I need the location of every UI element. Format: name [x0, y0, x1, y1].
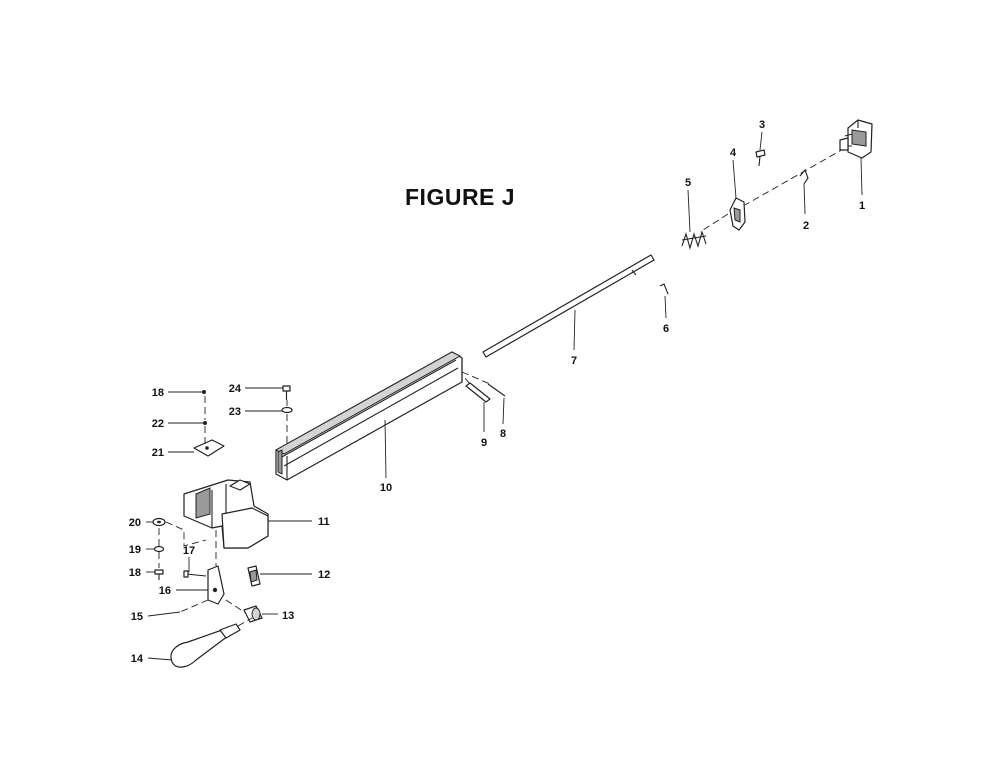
callout-11: 11 — [318, 516, 330, 528]
callout-16: 16 — [159, 585, 171, 597]
part-6-pin — [659, 283, 669, 295]
part-14-handle — [170, 617, 253, 668]
part-8-pin — [487, 383, 506, 397]
axis-line-part-15 — [179, 599, 209, 613]
callout-9: 9 — [481, 437, 487, 449]
part-16-cam — [207, 565, 225, 605]
figure-title: FIGURE J — [405, 184, 516, 210]
callout-23: 23 — [229, 406, 241, 418]
axis-line-bottom-hardware — [158, 521, 207, 568]
part-22-washer — [203, 421, 207, 425]
part-11-fence-head — [183, 479, 269, 549]
part-17-pin — [183, 570, 207, 578]
callout-8: 8 — [500, 428, 506, 440]
callout-3: 3 — [759, 119, 765, 131]
callout-4: 4 — [730, 147, 737, 159]
callout-6: 6 — [663, 323, 669, 335]
callout-19: 19 — [129, 544, 141, 556]
part-3-screw — [755, 149, 766, 167]
leader-lines — [146, 131, 863, 661]
part-13-bushing — [243, 605, 263, 623]
part-18-screw-bottom — [154, 569, 164, 580]
part-12-bracket — [247, 565, 261, 587]
part-1-rear-clamp — [839, 119, 873, 159]
part-7-rod — [482, 254, 655, 358]
callout-2: 2 — [803, 220, 809, 232]
callout-21: 21 — [152, 447, 164, 459]
callout-labels: 1 2 3 4 5 6 7 8 9 10 11 12 13 14 15 16 1… — [129, 119, 865, 665]
callout-13: 13 — [282, 610, 294, 622]
callout-20: 20 — [129, 517, 141, 529]
callout-22: 22 — [152, 418, 164, 430]
part-5-spring — [681, 230, 707, 251]
part-24-screw — [282, 385, 291, 400]
callout-7: 7 — [571, 355, 577, 367]
part-19-washer — [153, 545, 165, 553]
callout-1: 1 — [859, 200, 865, 212]
callout-17: 17 — [183, 545, 195, 557]
callout-18-top: 18 — [152, 387, 164, 399]
part-23-washer — [281, 406, 293, 414]
part-10-fence-rail — [274, 351, 463, 481]
callout-14: 14 — [131, 653, 144, 665]
axis-line-upper — [744, 147, 846, 206]
part-20-washer — [152, 517, 166, 527]
callout-24: 24 — [229, 383, 242, 395]
axis-line-mid — [699, 213, 729, 233]
part-18-screw-top — [202, 390, 206, 394]
callout-5: 5 — [685, 177, 691, 189]
part-9-pin — [465, 382, 491, 403]
callout-15: 15 — [131, 611, 143, 623]
axis-line-pins — [457, 369, 491, 385]
axis-line-bushing — [225, 599, 245, 613]
part-2-clip — [799, 168, 809, 185]
callout-12: 12 — [318, 569, 330, 581]
part-21-plate — [193, 439, 225, 457]
callout-18-bottom: 18 — [129, 567, 141, 579]
part-4-lever — [729, 197, 746, 231]
callout-10: 10 — [380, 482, 392, 494]
